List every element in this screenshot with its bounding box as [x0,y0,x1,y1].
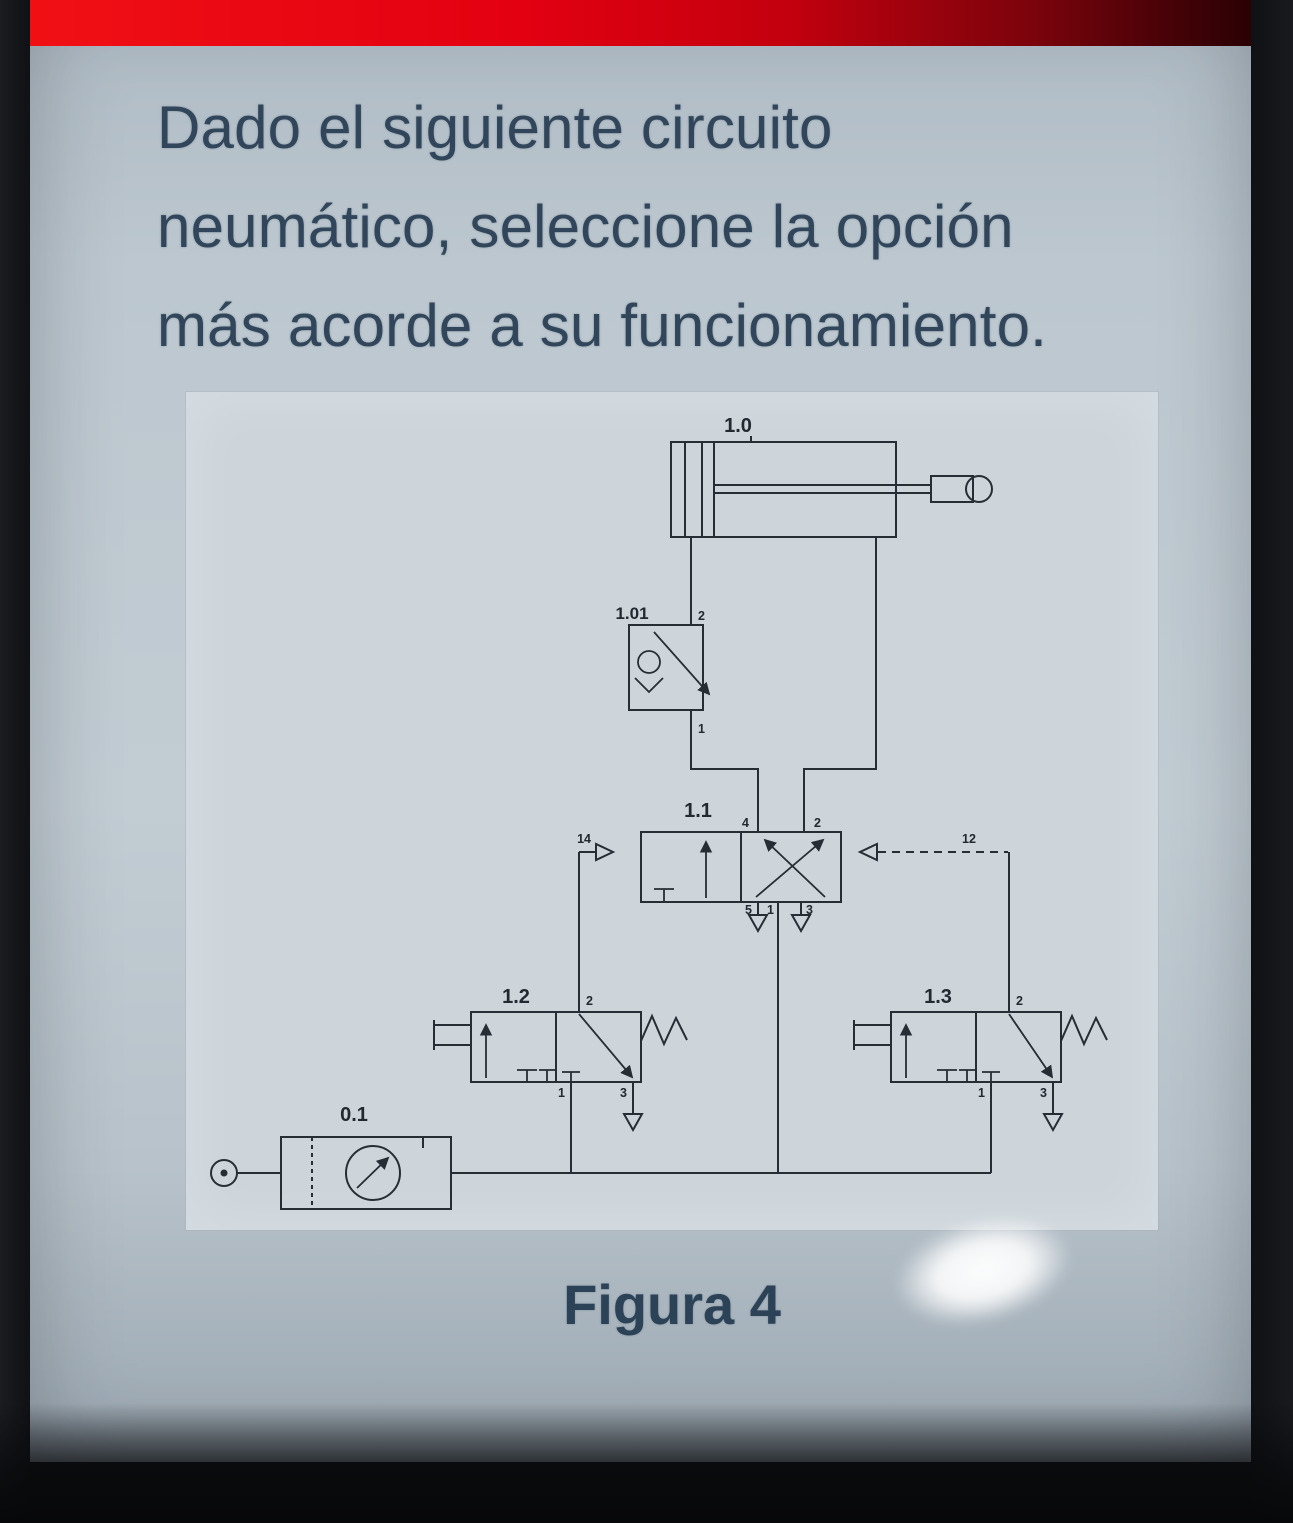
port-label: 2 [698,609,705,623]
figure-caption: Figura 4 [563,1273,781,1336]
port-label: 3 [620,1086,627,1100]
pneumatic-circuit-diagram: 1.0 1.01 2 1 [210,415,1108,1210]
blocked-port-symbol [539,1069,555,1082]
exhaust-triangle [1042,1113,1064,1133]
pipe-cylinder-left-lower [690,710,759,832]
question-text: Dado el siguiente circuito neumático, se… [157,78,1167,375]
gauge-needle [356,1156,390,1189]
blocked-port-symbol [982,1071,1000,1082]
pilot-triangle-right [857,842,878,862]
return-spring [640,1013,688,1047]
port-label: 2 [586,994,593,1008]
port-label: 1 [767,903,774,917]
pipe-cylinder-right [803,537,877,832]
exhaust-triangle [622,1113,644,1133]
cylinder-group: 1.0 [670,415,993,538]
question-line-2: neumático, seleccione la opción [157,193,1014,260]
check-ball [637,650,661,674]
cylinder-piston [701,442,715,537]
air-supply-label: 0.1 [340,1104,368,1126]
air-source-dot [220,1169,228,1177]
port-label: 2 [1016,994,1023,1008]
top-red-bar [30,0,1251,46]
blocked-port-symbol [517,1069,537,1082]
main-valve: 1.1 4 2 14 12 5 1 3 [577,800,1010,1173]
question-line-3: más acorde a su funcionamiento. [157,292,1048,359]
piston-rod [714,484,931,494]
question-line-1: Dado el siguiente circuito [157,94,833,161]
blocked-port-symbol [562,1071,580,1082]
cylinder-label: 1.0 [724,415,752,437]
cylinder-body [670,441,897,538]
flow-arrow [755,838,825,898]
blocked-port-symbol [937,1069,957,1082]
port-label: 3 [806,903,813,917]
pilot-triangle-left [595,842,616,862]
right-pilot-valve: 1.3 2 1 3 [853,986,1108,1173]
rod-end-tip [965,475,993,503]
left-pilot-valve: 1.2 2 1 3 [433,986,688,1173]
photo-bottom-shadow [0,1403,1293,1523]
blocked-port-symbol [959,1069,975,1082]
pilot-label: 14 [577,832,591,846]
port-label: 4 [742,816,749,830]
return-spring [1060,1013,1108,1047]
exhaust-triangle [790,914,812,934]
flow-arrow [1008,1013,1054,1079]
piping [690,537,877,832]
manual-actuator [433,1020,471,1050]
pressure-gauge [345,1145,401,1201]
left-valve-label: 1.2 [502,986,530,1008]
flow-control-body [628,624,704,711]
flow-control-label: 1.01 [615,604,648,623]
port-label: 1 [698,722,705,736]
port-label: 1 [978,1086,985,1100]
exhaust-triangle [747,914,769,934]
port-label: 5 [745,903,752,917]
figure-panel: 1.0 1.01 2 1 [186,392,1158,1230]
port-label: 2 [814,816,821,830]
port-label: 3 [1040,1086,1047,1100]
flow-arrow [578,1013,634,1079]
rod-end-fitting [930,475,974,503]
blocked-port-symbol [654,888,674,902]
air-service-unit: 0.1 [210,1104,991,1210]
port-label: 1 [558,1086,565,1100]
main-valve-label: 1.1 [684,800,712,822]
pilot-label: 12 [962,832,976,846]
flow-control-valve: 1.01 2 1 [615,604,711,736]
check-seat [634,677,664,694]
flow-arrow [763,838,826,898]
manual-actuator [853,1020,891,1050]
right-valve-label: 1.3 [924,986,952,1008]
throttle-arrow [653,631,711,696]
